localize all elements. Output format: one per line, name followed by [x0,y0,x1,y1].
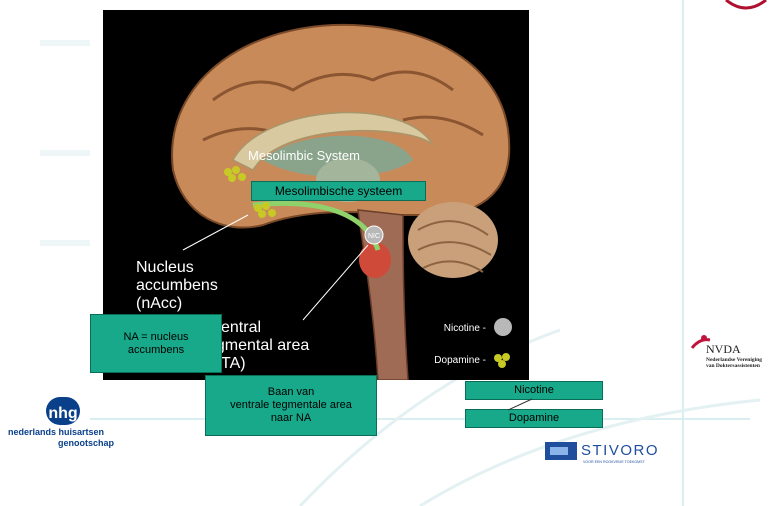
nvda-name: NVDA [706,342,741,356]
label-vta-line3: TA) [221,355,246,372]
nhg-text-line2: genootschap [58,438,115,448]
stivoro-tagline: VOOR EEN ROOKVRIJE TOEKOMST [583,460,646,464]
partner-seal-logo [722,0,770,12]
box-mesolimbische-systeem: Mesolimbische systeem [251,181,426,201]
label-vta-line1: entral [221,319,261,336]
nhg-text-line1: nederlands huisartsen [8,427,104,437]
nvda-sub2: van Doktersassistenten [706,363,760,369]
box-na-nucleus-accumbens: NA = nucleus accumbens [90,314,222,373]
nhg-logo: nhg nederlands huisartsen genootschap [6,393,126,455]
nvda-logo: NVDA Nederlandse Vereniging van Doktersa… [690,330,770,375]
label-nucleus-line1: Nucleus [136,259,194,276]
label-mesolimbic-system: Mesolimbic System [248,148,360,163]
label-nucleus-line3: (nAcc) [136,295,182,312]
legend-nicotine-ball [494,318,512,336]
nicotine-ball-label: NIC [368,233,380,240]
connector-line [500,398,540,412]
cerebellum [408,202,498,278]
legend-dopamine-label: Dopamine - [434,355,486,366]
pointer-vta [303,245,368,320]
box-baan-ventrale-tegmentale-area: Baan van ventrale tegmentale area naar N… [205,375,377,436]
stivoro-logo: STIVORO VOOR EEN ROOKVRIJE TOEKOMST [545,438,685,466]
label-vta-line2: egmental area [207,337,309,354]
legend-nicotine-label: Nicotine - [444,323,486,334]
label-nucleus-line2: accumbens [136,277,218,294]
stivoro-name: STIVORO [581,442,659,459]
nhg-mark: nhg [48,405,77,422]
legend-dopamine-dots [494,353,510,368]
